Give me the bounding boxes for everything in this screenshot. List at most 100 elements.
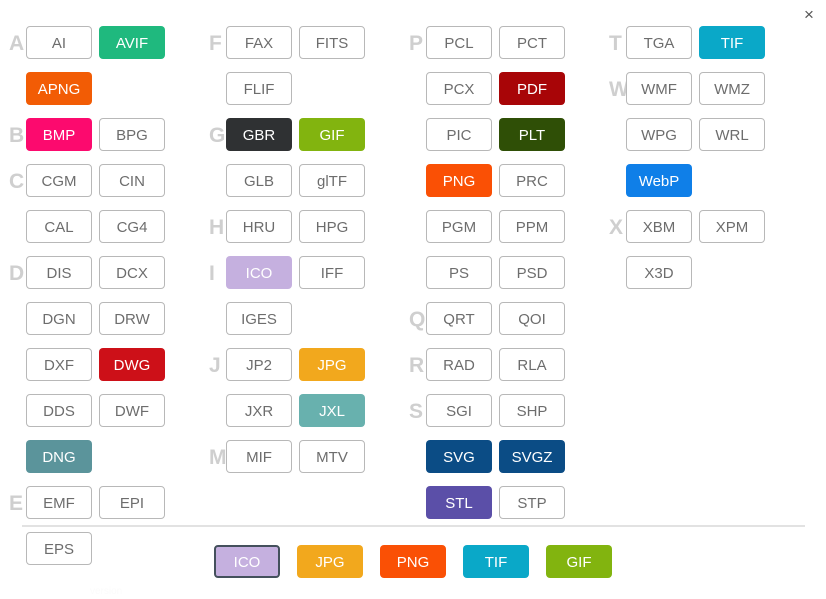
format-chip-cin[interactable]: CIN	[99, 164, 165, 197]
format-chip-jpg[interactable]: JPG	[299, 348, 365, 381]
format-chip-epi[interactable]: EPI	[99, 486, 165, 519]
format-chip-dds[interactable]: DDS	[26, 394, 92, 427]
format-chip-flif[interactable]: FLIF	[226, 72, 292, 105]
format-chip-gif[interactable]: GIF	[299, 118, 365, 151]
format-chip-jp2[interactable]: JP2	[226, 348, 292, 381]
format-chip-dng[interactable]: DNG	[26, 440, 92, 473]
format-chip-mtv[interactable]: MTV	[299, 440, 365, 473]
format-chip-glb[interactable]: GLB	[226, 164, 292, 197]
format-chip-png[interactable]: PNG	[426, 164, 492, 197]
letter-heading: A	[9, 32, 25, 55]
selected-format-chip-gif[interactable]: GIF	[546, 544, 612, 578]
format-chip-rla[interactable]: RLA	[499, 348, 565, 381]
format-chip-psd[interactable]: PSD	[499, 256, 565, 289]
letter-heading: I	[209, 262, 215, 285]
letter-heading: H	[209, 216, 225, 239]
divider	[22, 525, 805, 527]
format-chip-tga[interactable]: TGA	[626, 26, 692, 59]
format-chip-xpm[interactable]: XPM	[699, 210, 765, 243]
selected-format-chip-tif[interactable]: TIF	[463, 544, 529, 578]
format-chip-dwf[interactable]: DWF	[99, 394, 165, 427]
letter-heading: S	[409, 400, 424, 423]
format-chip-svg[interactable]: SVG	[426, 440, 492, 473]
format-chip-cal[interactable]: CAL	[26, 210, 92, 243]
format-chip-mif[interactable]: MIF	[226, 440, 292, 473]
format-chip-qrt[interactable]: QRT	[426, 302, 492, 335]
format-chip-fax[interactable]: FAX	[226, 26, 292, 59]
format-chip-jxr[interactable]: JXR	[226, 394, 292, 427]
format-chip-ps[interactable]: PS	[426, 256, 492, 289]
format-chip-iges[interactable]: IGES	[226, 302, 292, 335]
format-chip-ppm[interactable]: PPM	[499, 210, 565, 243]
letter-heading: T	[609, 32, 622, 55]
format-chip-rad[interactable]: RAD	[426, 348, 492, 381]
selected-format-chip-jpg[interactable]: JPG	[297, 544, 363, 578]
format-chip-iff[interactable]: IFF	[299, 256, 365, 289]
format-chip-cg4[interactable]: CG4	[99, 210, 165, 243]
selected-format-chip-png[interactable]: PNG	[380, 544, 446, 578]
format-chip-webp[interactable]: WebP	[626, 164, 692, 197]
format-chip-bmp[interactable]: BMP	[26, 118, 92, 151]
format-chip-prc[interactable]: PRC	[499, 164, 565, 197]
format-chip-pic[interactable]: PIC	[426, 118, 492, 151]
format-chip-gltf[interactable]: glTF	[299, 164, 365, 197]
format-chip-eps[interactable]: EPS	[26, 532, 92, 565]
close-icon[interactable]: ×	[804, 5, 814, 24]
format-chip-svgz[interactable]: SVGZ	[499, 440, 565, 473]
format-chip-gbr[interactable]: GBR	[226, 118, 292, 151]
format-chip-pgm[interactable]: PGM	[426, 210, 492, 243]
format-chip-jxl[interactable]: JXL	[299, 394, 365, 427]
selected-format-chip-ico[interactable]: ICO	[214, 544, 280, 578]
format-chip-ai[interactable]: AI	[26, 26, 92, 59]
letter-heading: X	[609, 216, 624, 239]
format-chip-avif[interactable]: AVIF	[99, 26, 165, 59]
format-chip-dis[interactable]: DIS	[26, 256, 92, 289]
format-chip-dgn[interactable]: DGN	[26, 302, 92, 335]
format-chip-plt[interactable]: PLT	[499, 118, 565, 151]
format-chip-stp[interactable]: STP	[499, 486, 565, 519]
format-chip-apng[interactable]: APNG	[26, 72, 92, 105]
format-chip-pdf[interactable]: PDF	[499, 72, 565, 105]
format-chip-wmf[interactable]: WMF	[626, 72, 692, 105]
format-chip-qoi[interactable]: QOI	[499, 302, 565, 335]
format-chip-tif[interactable]: TIF	[699, 26, 765, 59]
format-chip-hpg[interactable]: HPG	[299, 210, 365, 243]
format-chip-hru[interactable]: HRU	[226, 210, 292, 243]
format-chip-pcl[interactable]: PCL	[426, 26, 492, 59]
format-chip-dxf[interactable]: DXF	[26, 348, 92, 381]
format-chip-ico[interactable]: ICO	[226, 256, 292, 289]
format-chip-dwg[interactable]: DWG	[99, 348, 165, 381]
format-chip-stl[interactable]: STL	[426, 486, 492, 519]
format-chip-drw[interactable]: DRW	[99, 302, 165, 335]
letter-heading: C	[9, 170, 25, 193]
format-chip-pcx[interactable]: PCX	[426, 72, 492, 105]
format-chip-wpg[interactable]: WPG	[626, 118, 692, 151]
format-chip-shp[interactable]: SHP	[499, 394, 565, 427]
format-chip-emf[interactable]: EMF	[26, 486, 92, 519]
format-chip-wmz[interactable]: WMZ	[699, 72, 765, 105]
format-chip-sgi[interactable]: SGI	[426, 394, 492, 427]
format-chip-bpg[interactable]: BPG	[99, 118, 165, 151]
format-chip-dcx[interactable]: DCX	[99, 256, 165, 289]
format-chip-xbm[interactable]: XBM	[626, 210, 692, 243]
format-chip-x3d[interactable]: X3D	[626, 256, 692, 289]
format-chip-wrl[interactable]: WRL	[699, 118, 765, 151]
format-chip-pct[interactable]: PCT	[499, 26, 565, 59]
format-chip-fits[interactable]: FITS	[299, 26, 365, 59]
format-chip-cgm[interactable]: CGM	[26, 164, 92, 197]
